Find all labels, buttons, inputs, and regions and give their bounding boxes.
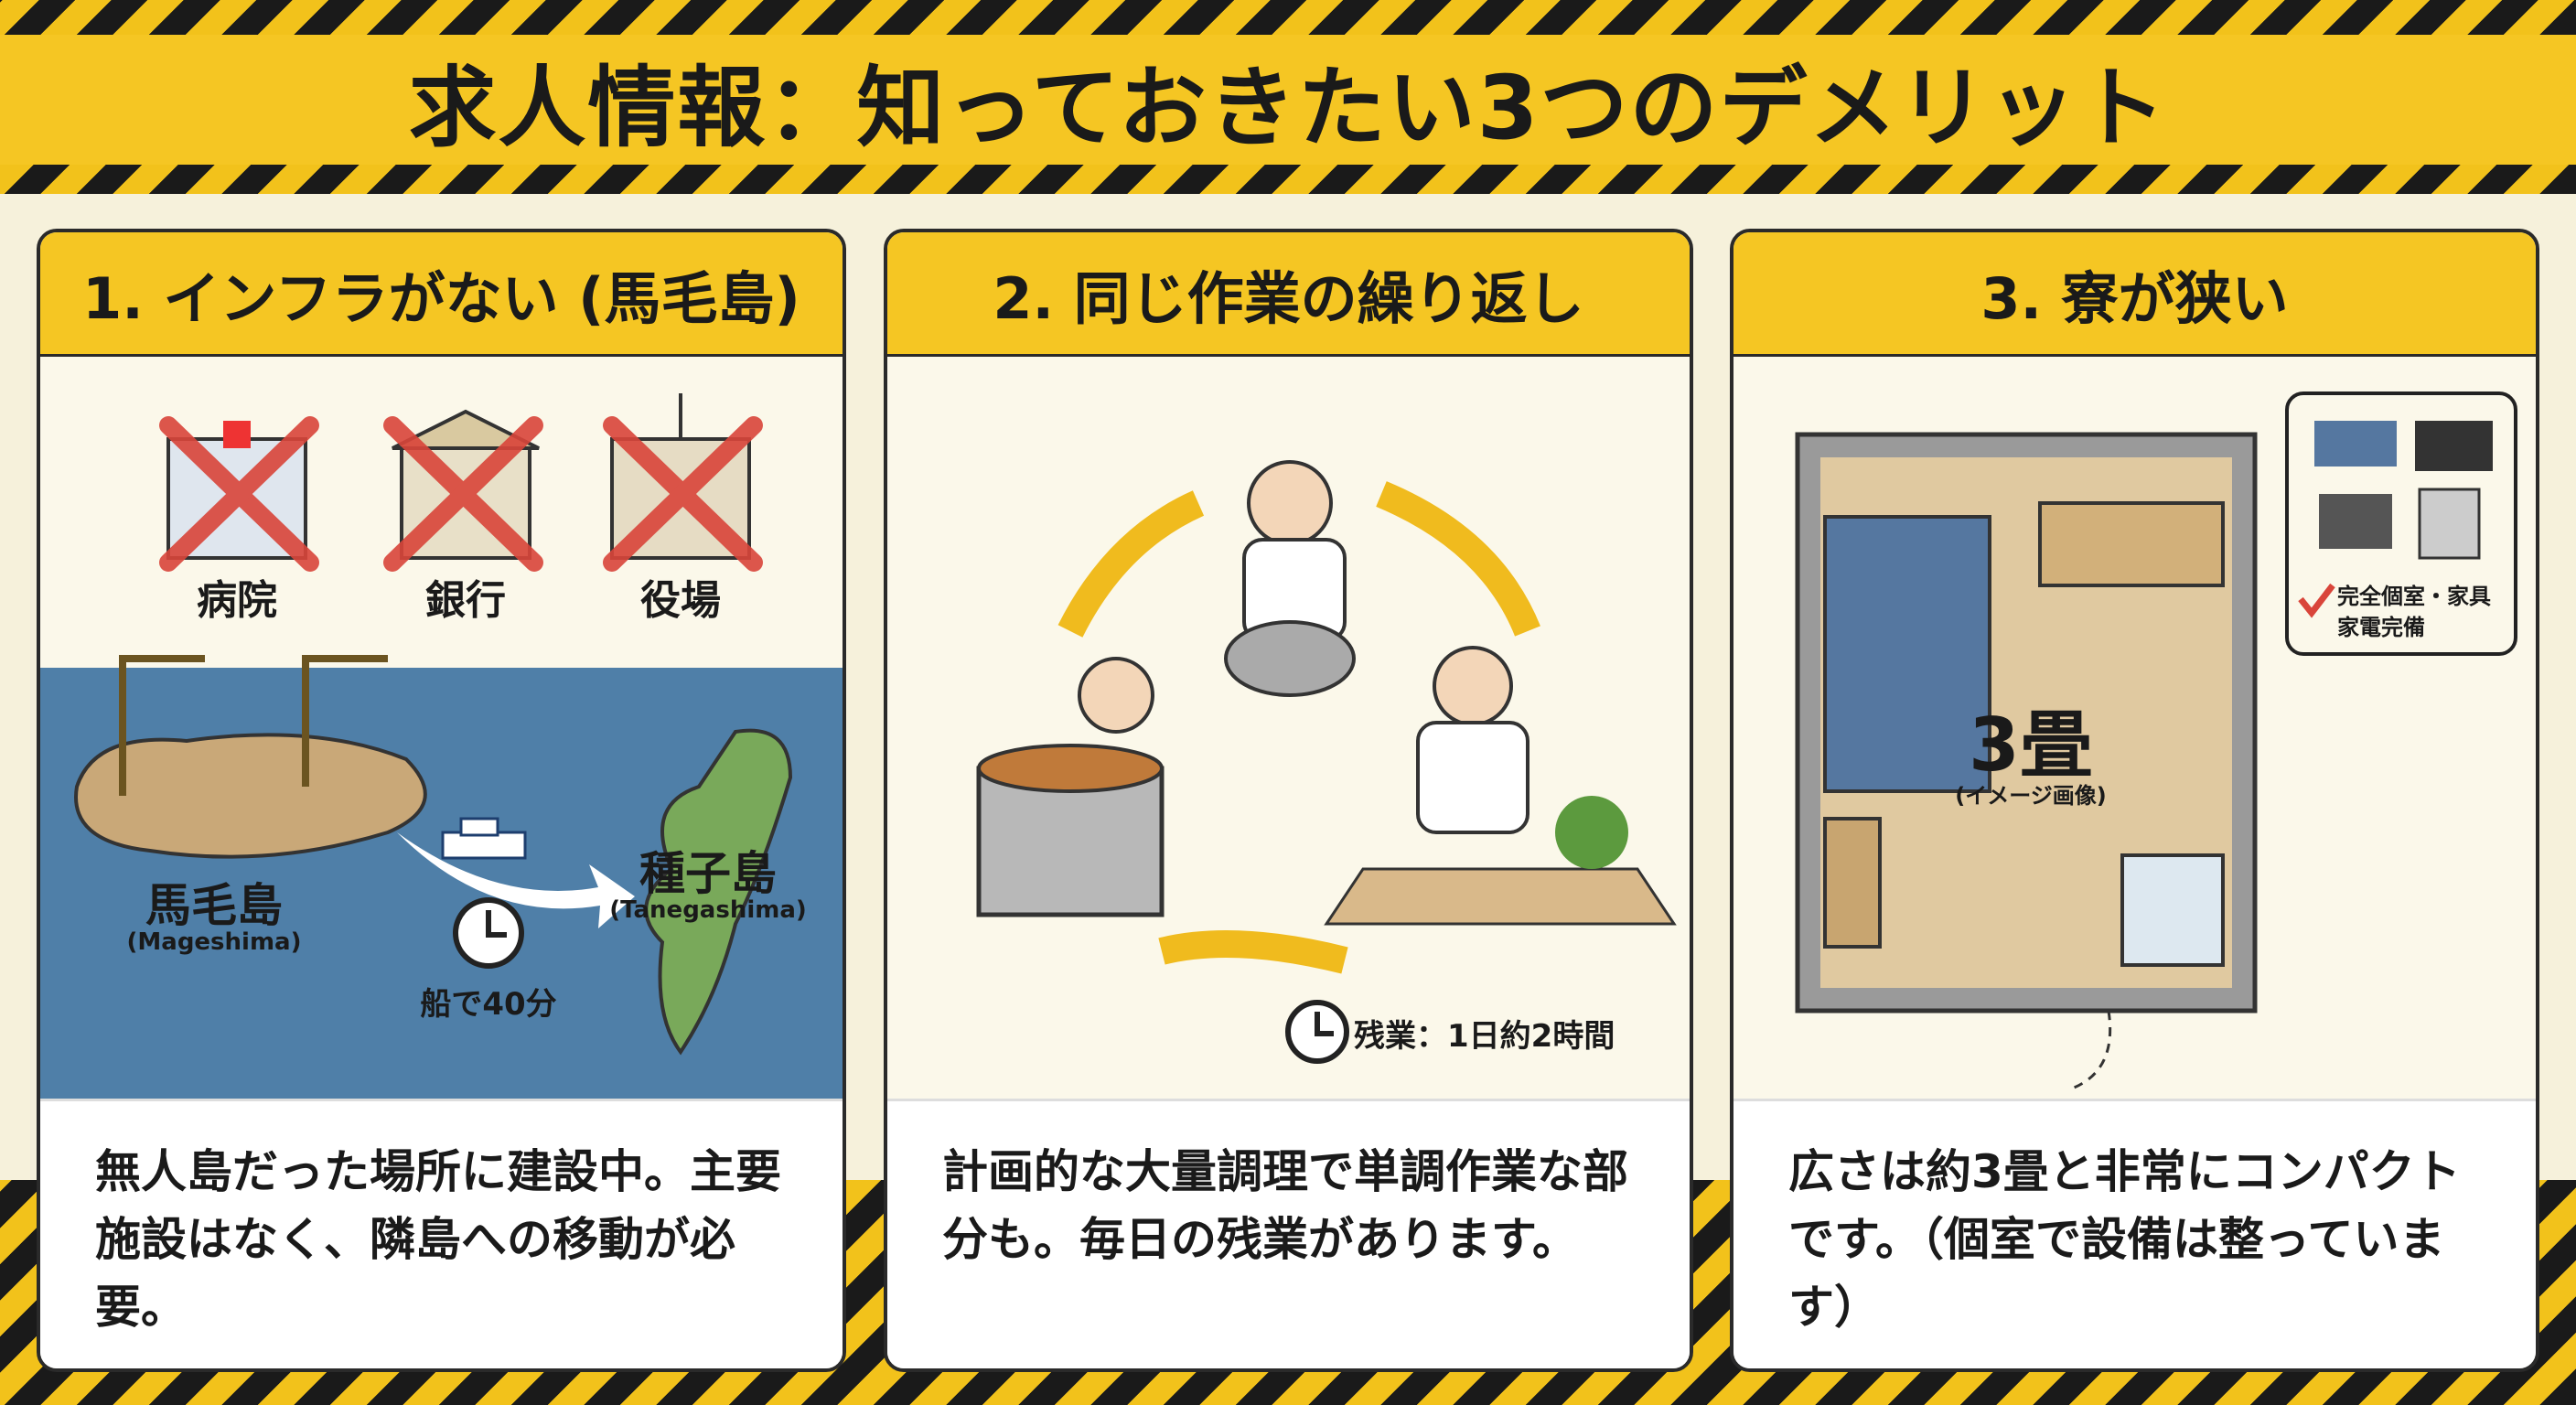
cycle-arrows-icon (1057, 481, 1540, 974)
hazard-stripe-top (0, 0, 2576, 35)
tanegashima-island-icon (644, 728, 793, 1056)
bed-icon (1823, 515, 1991, 793)
shelf-icon (1823, 817, 1882, 949)
panel-heading: 1. インフラがない (馬毛島) (82, 264, 800, 332)
mageshima-island-icon (74, 733, 427, 859)
clock-icon (453, 897, 524, 969)
panel-small-dorm: 3. 寮が狭い 3畳 (イメージ画像) 完全個室・家具家電完備 広さは約3畳と非… (1730, 229, 2539, 1372)
cook-with-pot-icon (976, 657, 1165, 917)
crane-icon (119, 655, 388, 796)
island-illustration (40, 393, 843, 1109)
mageshima-label: 馬毛島 (145, 879, 283, 932)
room-floorplan-illustration (1795, 391, 2517, 1090)
panel-caption: 無人島だった場所に建設中。主要施設はなく、隣島への移動が必要。 (40, 1099, 843, 1368)
panel-caption: 広さは約3畳と非常にコンパクトです。（個室で設備は整っています） (1733, 1099, 2536, 1368)
panel-heading: 3. 寮が狭い (1980, 264, 2289, 332)
hazard-stripe-under-title (0, 165, 2576, 194)
page-title: 求人情報：知っておきたい3つのデメリット (408, 56, 2168, 159)
tanegashima-en-label: (Tanegashima) (609, 896, 807, 924)
travel-time: 船で40分 (420, 986, 557, 1023)
kitchen-cycle-illustration (976, 460, 1677, 1064)
title-banner: 求人情報：知っておきたい3つのデメリット (0, 35, 2576, 165)
door-icon (2071, 1010, 2112, 1090)
ferry-icon (441, 817, 527, 860)
bed-icon (2314, 421, 2397, 467)
cook-chopping-icon (1324, 646, 1677, 926)
overtime-label: 残業：1日約2時間 (1354, 1018, 1615, 1055)
amenities-label: 完全個室・家具家電完備 (2337, 584, 2491, 640)
washing-machine-icon (2418, 488, 2481, 560)
facility-label-bank: 銀行 (425, 577, 506, 624)
check-icon (2298, 583, 2335, 618)
mageshima-en-label: (Mageshima) (126, 928, 302, 956)
tanegashima-label: 種子島 (639, 847, 777, 900)
desk-icon (2038, 501, 2225, 587)
facility-label-town-hall: 役場 (640, 577, 721, 624)
panel-repetitive-work: 2. 同じ作業の繰り返し 残業：1日約2時間 計画的な大量調理で単調作業な部分も… (884, 229, 1693, 1372)
cook-stirring-icon (1224, 460, 1356, 697)
room-image-note: (イメージ画像) (1955, 783, 2107, 809)
facility-label-hospital: 病院 (197, 577, 277, 624)
panel-infrastructure: 1. インフラがない (馬毛島) 病院 銀行 役場 馬毛島 (Mageshima… (37, 229, 846, 1372)
panel-caption: 計画的な大量調理で単調作業な部分も。毎日の残業があります。 (887, 1099, 1690, 1368)
panel-heading: 2. 同じ作業の繰り返し (993, 264, 1584, 332)
monitor-icon (2415, 421, 2493, 471)
room-size-label: 3畳 (1969, 702, 2093, 788)
cross-out-icons (159, 416, 763, 572)
tv-icon (2319, 494, 2392, 549)
route-arrow-icon (397, 832, 635, 928)
clock-icon (1285, 1000, 1349, 1064)
fridge-icon (2120, 853, 2225, 967)
